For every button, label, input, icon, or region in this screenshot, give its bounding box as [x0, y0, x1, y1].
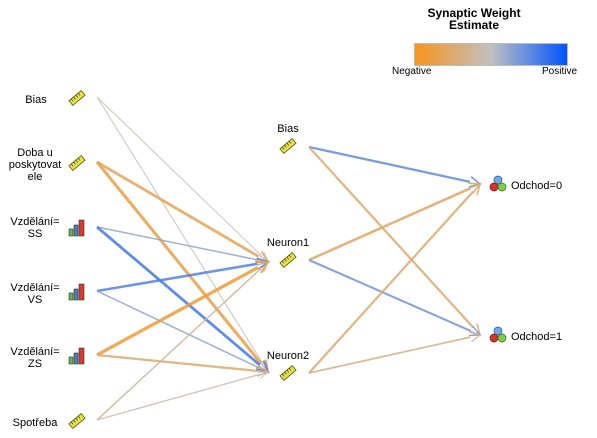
- legend-negative-label: Negative: [392, 66, 432, 77]
- legend-title-line1: Synaptic Weight: [427, 6, 521, 20]
- connection-hidden-0-output-1: [308, 146, 474, 329]
- scale-ruler-icon: [279, 364, 297, 382]
- input-label-vzdelani-ss-line2: SS: [27, 228, 43, 240]
- connection-lines: [95, 96, 482, 421]
- scale-ruler-icon: [68, 412, 86, 430]
- input-label-vzdelani-zs-line2: ZS: [27, 358, 43, 370]
- legend-title: Synaptic Weight Estimate: [404, 7, 544, 31]
- scale-ruler-icon: [68, 154, 86, 172]
- input-label-vzdelani-vs: Vzdělání= VS: [4, 282, 66, 306]
- connection-input-5-hidden-0-arrowhead: [257, 261, 269, 273]
- connection-hidden-2-output-0-arrowhead: [468, 182, 482, 196]
- hidden-label-neuron1: Neuron1: [266, 237, 310, 249]
- bar-chart-icon: [68, 283, 86, 301]
- legend-title-line2: Estimate: [448, 18, 500, 32]
- connection-input-3-hidden-1: [96, 290, 260, 369]
- input-label-vzdelani-ss: Vzdělání= SS: [4, 216, 66, 240]
- input-label-vzdelani-vs-line2: VS: [27, 294, 43, 306]
- connection-input-5-hidden-1: [96, 373, 260, 421]
- nominal-balls-icon: [488, 174, 508, 194]
- legend-color-bar: [414, 43, 568, 66]
- connection-hidden-1-output-0: [308, 187, 471, 262]
- connection-input-4-hidden-0: [96, 265, 259, 357]
- input-label-vzdelani-ss-line1: Vzdělání=: [10, 216, 60, 228]
- input-label-doba-line1: Doba u: [17, 147, 53, 159]
- nominal-balls-icon: [488, 325, 508, 345]
- scale-ruler-icon: [279, 137, 297, 155]
- connection-hidden-2-output-1-arrowhead: [469, 331, 482, 343]
- input-label-bias: Bias: [25, 94, 47, 106]
- connection-input-2-hidden-0: [96, 226, 259, 261]
- input-label-doba: Doba u poskytovat ele: [4, 147, 66, 183]
- connection-input-0-hidden-1: [96, 96, 264, 365]
- output-label-odchod-0: Odchod=0: [511, 180, 563, 192]
- scale-ruler-icon: [279, 251, 297, 269]
- input-label-doba-line2: poskytovat: [8, 159, 62, 171]
- input-label-vzdelani-zs-line1: Vzdělání=: [10, 346, 60, 358]
- connection-input-5-hidden-1-arrowhead: [257, 369, 270, 380]
- hidden-label-neuron2: Neuron2: [266, 350, 310, 362]
- input-label-spotreba: Spotřeba: [12, 417, 58, 429]
- hidden-label-bias: Bias: [277, 123, 299, 135]
- connection-input-2-hidden-1: [96, 225, 261, 367]
- connection-hidden-2-output-1: [308, 336, 471, 374]
- connection-hidden-2-output-0: [308, 190, 474, 374]
- bar-chart-icon: [68, 219, 86, 237]
- connection-input-0-hidden-0: [96, 96, 262, 257]
- connection-hidden-0-output-0: [308, 145, 471, 183]
- output-label-odchod-1: Odchod=1: [511, 331, 563, 343]
- input-label-doba-line3: ele: [27, 171, 43, 183]
- connection-input-3-hidden-0: [96, 262, 258, 293]
- input-label-vzdelani-vs-line1: Vzdělání=: [10, 282, 60, 294]
- scale-ruler-icon: [68, 89, 86, 107]
- connection-hidden-1-output-1: [308, 259, 472, 332]
- bar-chart-icon: [68, 347, 86, 365]
- input-label-vzdelani-zs: Vzdělání= ZS: [4, 346, 66, 370]
- connection-input-1-hidden-0: [96, 160, 260, 258]
- legend-positive-label: Positive: [542, 66, 578, 77]
- connection-input-4-hidden-1: [96, 353, 258, 373]
- connection-input-5-hidden-0: [96, 267, 262, 421]
- connection-input-1-hidden-1: [95, 161, 263, 365]
